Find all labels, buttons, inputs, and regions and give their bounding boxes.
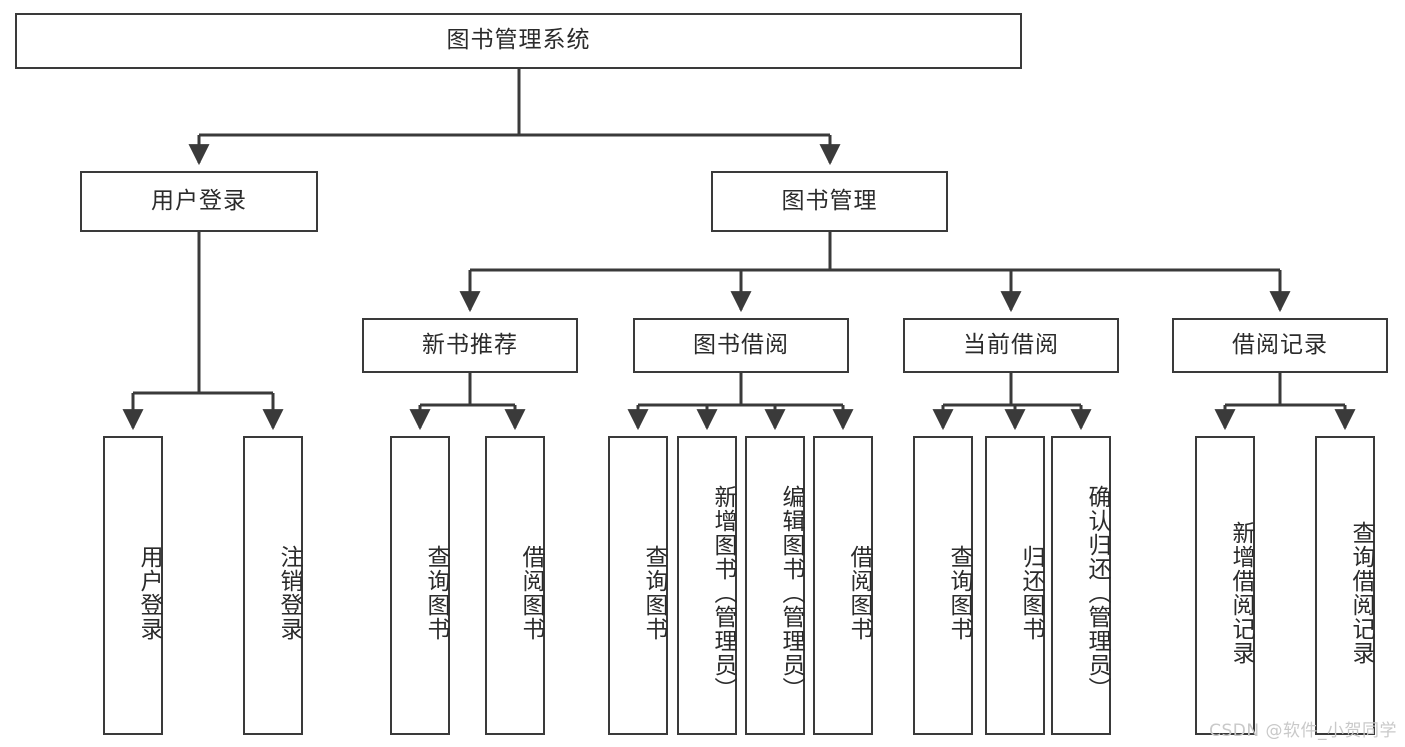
node-book-manage[interactable]: 图书管理 xyxy=(711,171,948,232)
node-book-borrow[interactable]: 图书借阅 xyxy=(633,318,849,373)
node-leaf-user-login-label: 用户登录 xyxy=(136,544,162,641)
node-leaf-add-record[interactable]: 新增借阅记录 xyxy=(1195,436,1255,735)
node-book-manage-label: 图书管理 xyxy=(781,187,878,214)
node-leaf-query-book-cur-label: 查询图书 xyxy=(946,544,972,641)
node-leaf-query-book-rec[interactable]: 查询图书 xyxy=(390,436,450,735)
node-leaf-logout[interactable]: 注销登录 xyxy=(243,436,303,735)
node-leaf-borrow-book-label: 借阅图书 xyxy=(846,544,872,641)
node-user-login-label: 用户登录 xyxy=(151,187,247,214)
node-leaf-user-login[interactable]: 用户登录 xyxy=(103,436,163,735)
node-leaf-query-record[interactable]: 查询借阅记录 xyxy=(1315,436,1375,735)
node-leaf-edit-book-label: 编辑图书（管理员） xyxy=(778,484,804,701)
node-leaf-confirm-return-label: 确认归还（管理员） xyxy=(1084,484,1110,701)
node-leaf-borrow-book[interactable]: 借阅图书 xyxy=(813,436,873,735)
node-leaf-confirm-return[interactable]: 确认归还（管理员） xyxy=(1051,436,1111,735)
node-current-borrow[interactable]: 当前借阅 xyxy=(903,318,1119,373)
node-leaf-query-book-rec-label: 查询图书 xyxy=(423,544,449,641)
node-borrow-record-label: 借阅记录 xyxy=(1232,331,1328,358)
node-book-borrow-label: 图书借阅 xyxy=(693,331,789,358)
node-leaf-edit-book[interactable]: 编辑图书（管理员） xyxy=(745,436,805,735)
node-new-book-recommend[interactable]: 新书推荐 xyxy=(362,318,578,373)
node-leaf-query-book-cur[interactable]: 查询图书 xyxy=(913,436,973,735)
node-new-book-recommend-label: 新书推荐 xyxy=(422,331,518,358)
node-leaf-query-book[interactable]: 查询图书 xyxy=(608,436,668,735)
node-leaf-add-record-label: 新增借阅记录 xyxy=(1228,520,1254,665)
node-leaf-add-book-label: 新增图书（管理员） xyxy=(710,484,736,701)
node-leaf-logout-label: 注销登录 xyxy=(276,544,302,641)
node-current-borrow-label: 当前借阅 xyxy=(963,331,1059,358)
node-user-login[interactable]: 用户登录 xyxy=(80,171,318,232)
node-leaf-borrow-book-rec-label: 借阅图书 xyxy=(518,544,544,641)
node-leaf-add-book[interactable]: 新增图书（管理员） xyxy=(677,436,737,735)
node-leaf-query-record-label: 查询借阅记录 xyxy=(1348,520,1374,665)
node-leaf-query-book-label: 查询图书 xyxy=(641,544,667,641)
node-leaf-return-book[interactable]: 归还图书 xyxy=(985,436,1045,735)
node-root-label: 图书管理系统 xyxy=(446,27,591,54)
node-borrow-record[interactable]: 借阅记录 xyxy=(1172,318,1388,373)
node-leaf-return-book-label: 归还图书 xyxy=(1018,544,1044,641)
node-root[interactable]: 图书管理系统 xyxy=(15,13,1022,69)
node-leaf-borrow-book-rec[interactable]: 借阅图书 xyxy=(485,436,545,735)
